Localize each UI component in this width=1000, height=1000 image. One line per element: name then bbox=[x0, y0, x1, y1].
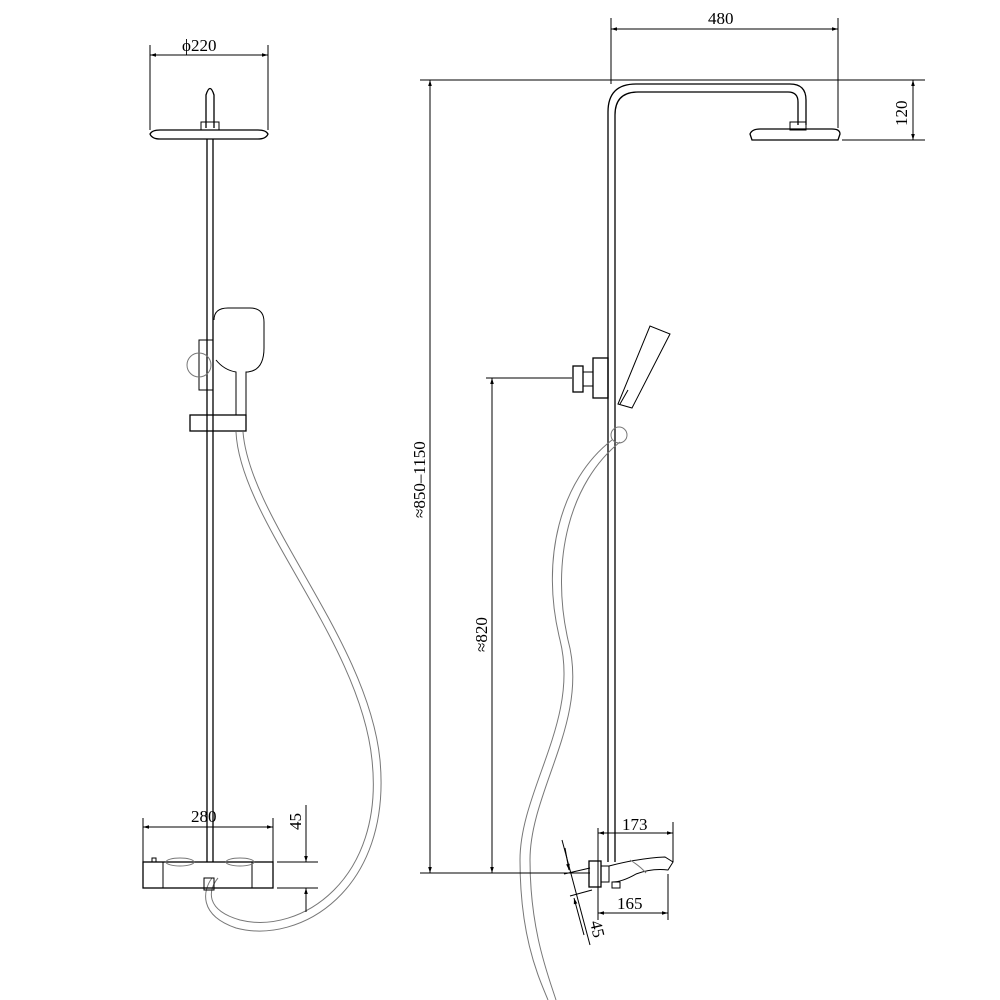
dimension-label: 120 bbox=[892, 101, 911, 127]
dimension-label: ϕ220 bbox=[182, 36, 216, 55]
overhead-shower-front bbox=[149, 87, 269, 140]
dimension-head-diameter: ϕ220 bbox=[149, 36, 269, 130]
hand-shower-front bbox=[186, 307, 265, 432]
dimension-mixer-height: 45 bbox=[277, 805, 318, 912]
hose-side bbox=[519, 439, 613, 1000]
dimension-spout-reach: 173 bbox=[597, 815, 674, 920]
hand-shower-side bbox=[610, 325, 671, 444]
dimension-total-height: ≈850–1150 bbox=[410, 80, 590, 874]
dimension-label: 45 bbox=[586, 919, 608, 940]
dimension-spout-height: 45 bbox=[561, 839, 608, 946]
hose-front bbox=[210, 431, 374, 923]
dimension-label: 45 bbox=[286, 813, 305, 830]
overhead-arm-side bbox=[607, 83, 841, 862]
dimension-label: 480 bbox=[708, 9, 734, 28]
dimension-label: ≈820 bbox=[472, 617, 491, 652]
dimension-label: 280 bbox=[191, 807, 217, 826]
dimension-arm-drop: 120 bbox=[420, 79, 925, 141]
riser-rail-front bbox=[206, 139, 214, 862]
front-view: ϕ220 280 45 bbox=[142, 36, 382, 932]
dimension-label: 165 bbox=[617, 894, 643, 913]
side-view: 480 120 ≈850–1150 ≈820 173 165 bbox=[410, 9, 925, 1000]
mixer-side bbox=[588, 856, 674, 889]
dimension-mixer-width: 280 bbox=[142, 807, 274, 888]
wall-bracket-side bbox=[572, 357, 609, 399]
dimension-bracket-height: ≈820 bbox=[472, 377, 572, 873]
dimension-label: 173 bbox=[622, 815, 648, 834]
dimension-label: ≈850–1150 bbox=[410, 441, 429, 518]
dimension-arm-reach: 480 bbox=[610, 9, 839, 128]
dimension-spout-base: 165 bbox=[598, 874, 669, 920]
